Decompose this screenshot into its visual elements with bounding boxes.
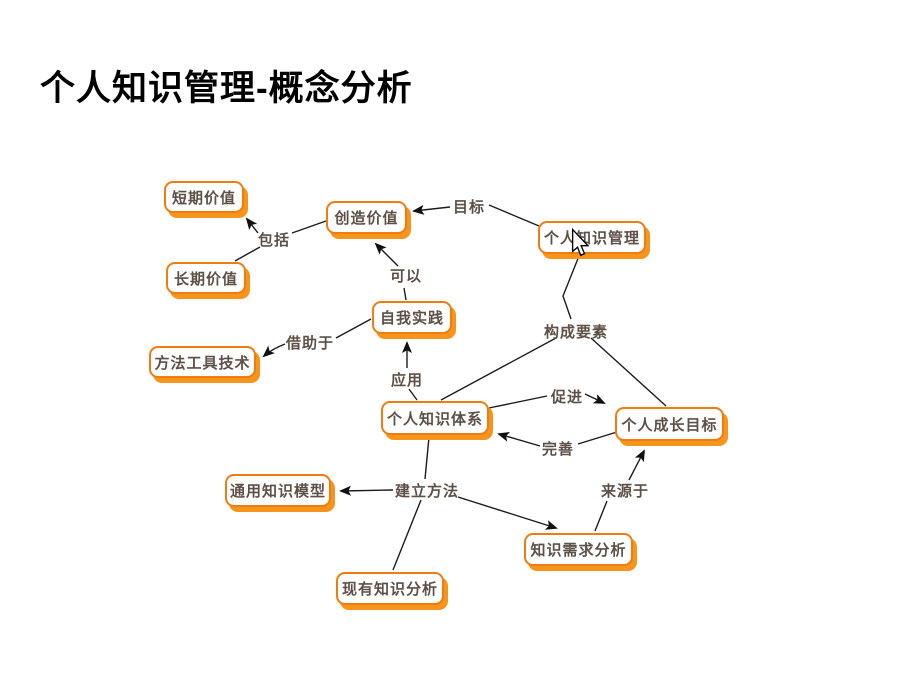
edge-line — [584, 393, 606, 404]
edge-line — [291, 220, 327, 234]
edge-line — [392, 499, 422, 571]
edge-label-can: 可以 — [390, 267, 423, 285]
edge-label-goal: 目标 — [453, 198, 486, 216]
edge-label-source: 来源于 — [601, 482, 650, 500]
edge-line — [374, 242, 399, 267]
edge-label-elements: 构成要素 — [544, 323, 609, 341]
edge-label-apply: 应用 — [391, 371, 424, 389]
node-create-value[interactable]: 创造价值 — [326, 201, 407, 234]
edge-line — [594, 500, 608, 532]
edge-line — [245, 217, 259, 234]
node-methods-tools[interactable]: 方法工具技术 — [149, 346, 256, 378]
node-growth-goal[interactable]: 个人成长目标 — [615, 407, 724, 441]
edge-line — [628, 449, 645, 481]
node-self-practice[interactable]: 自我实践 — [372, 301, 452, 334]
edge-line — [562, 255, 580, 320]
edge-line — [488, 204, 540, 227]
edge-label-perfect: 完善 — [542, 440, 575, 458]
edge-line — [488, 395, 548, 409]
page-title: 个人知识管理-概念分析 — [40, 69, 413, 108]
edge-line — [412, 204, 451, 215]
edge-line — [262, 343, 286, 358]
edge-line — [234, 246, 261, 262]
edge-label-include: 包括 — [258, 231, 291, 249]
node-existing-analysis[interactable]: 现有知识分析 — [336, 572, 444, 605]
edge-line — [335, 318, 372, 339]
node-pkm[interactable]: 个人知识管理 — [538, 221, 646, 254]
edge-line — [403, 287, 407, 301]
edge-line — [577, 431, 618, 445]
node-long-term-value[interactable]: 长期价值 — [166, 262, 246, 294]
edge-label-by-means: 借助于 — [286, 334, 335, 352]
edge-line — [408, 388, 418, 401]
edge-line — [440, 337, 557, 401]
edge-line — [497, 432, 541, 447]
edge-line — [457, 496, 558, 530]
node-short-term-value[interactable]: 短期价值 — [164, 181, 244, 213]
edge-line — [339, 485, 394, 496]
node-needs-analysis[interactable]: 知识需求分析 — [524, 533, 633, 566]
edge-line — [424, 436, 430, 480]
node-knowledge-system[interactable]: 个人知识体系 — [381, 401, 489, 435]
edge-label-establish: 建立方法 — [395, 482, 460, 500]
edge-line — [590, 337, 667, 407]
node-general-model[interactable]: 通用知识模型 — [225, 474, 331, 507]
edge-label-promote: 促进 — [551, 388, 584, 406]
